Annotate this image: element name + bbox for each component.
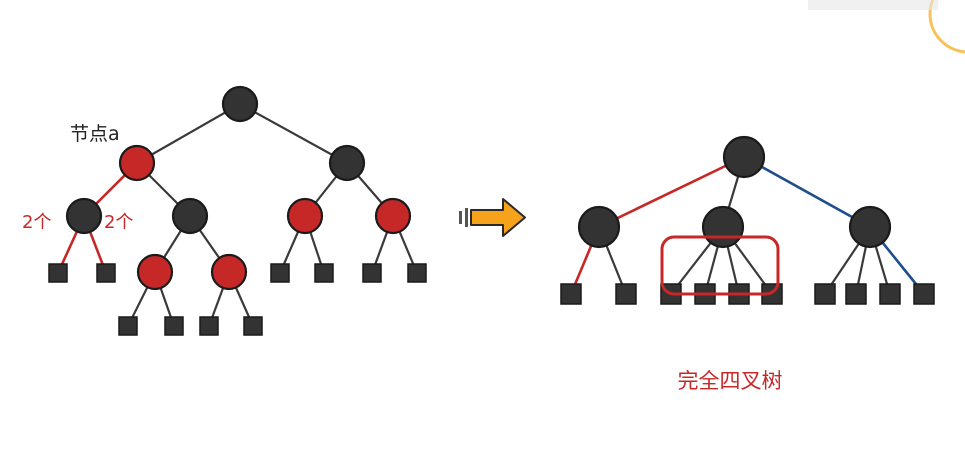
quad-leaf — [560, 283, 582, 305]
quad-leaf — [845, 283, 867, 305]
rb-node-a — [118, 144, 156, 182]
quad-leaf — [913, 283, 935, 305]
rb-node — [286, 197, 324, 235]
quad-blue-edges — [743, 155, 926, 295]
rb-node — [210, 253, 248, 291]
two-children-label-left: 2个 — [22, 212, 51, 233]
rb-node — [328, 144, 366, 182]
rb-node — [374, 197, 412, 235]
rb-leaf — [314, 263, 334, 283]
quad-leaf — [615, 283, 637, 305]
right-arrow-icon — [459, 198, 526, 237]
rb-leaves — [48, 263, 427, 336]
highlight-box — [660, 235, 780, 296]
quad-node — [577, 205, 621, 249]
rb-node — [136, 253, 174, 291]
red-black-tree: 节点a 2个 2个 — [22, 85, 427, 336]
rb-node — [171, 197, 209, 235]
quad-nodes — [577, 135, 892, 249]
rb-edges — [127, 103, 419, 327]
rb-leaf — [270, 263, 290, 283]
quad-node — [701, 205, 745, 249]
rb-leaf — [243, 316, 263, 336]
rb-nodes — [65, 85, 412, 291]
complete-quad-tree: 完全四叉树 — [560, 135, 935, 393]
rb-leaf — [96, 263, 116, 283]
rb-leaf — [362, 263, 382, 283]
rb-node — [65, 197, 103, 235]
quad-leaf — [814, 283, 836, 305]
rb-leaf — [164, 316, 184, 336]
channel-logo-icon — [808, 0, 965, 54]
quad-tree-caption: 完全四叉树 — [678, 369, 783, 393]
quad-leaf — [879, 283, 901, 305]
rb-root-node — [221, 85, 259, 123]
rb-leaf — [48, 263, 68, 283]
quad-node — [848, 205, 892, 249]
two-children-label-right: 2个 — [104, 212, 133, 233]
rb-leaf — [199, 316, 219, 336]
rb-leaf — [118, 316, 138, 336]
rb-leaf — [407, 263, 427, 283]
node-a-label: 节点a — [70, 123, 120, 145]
quad-root-node — [722, 135, 766, 179]
